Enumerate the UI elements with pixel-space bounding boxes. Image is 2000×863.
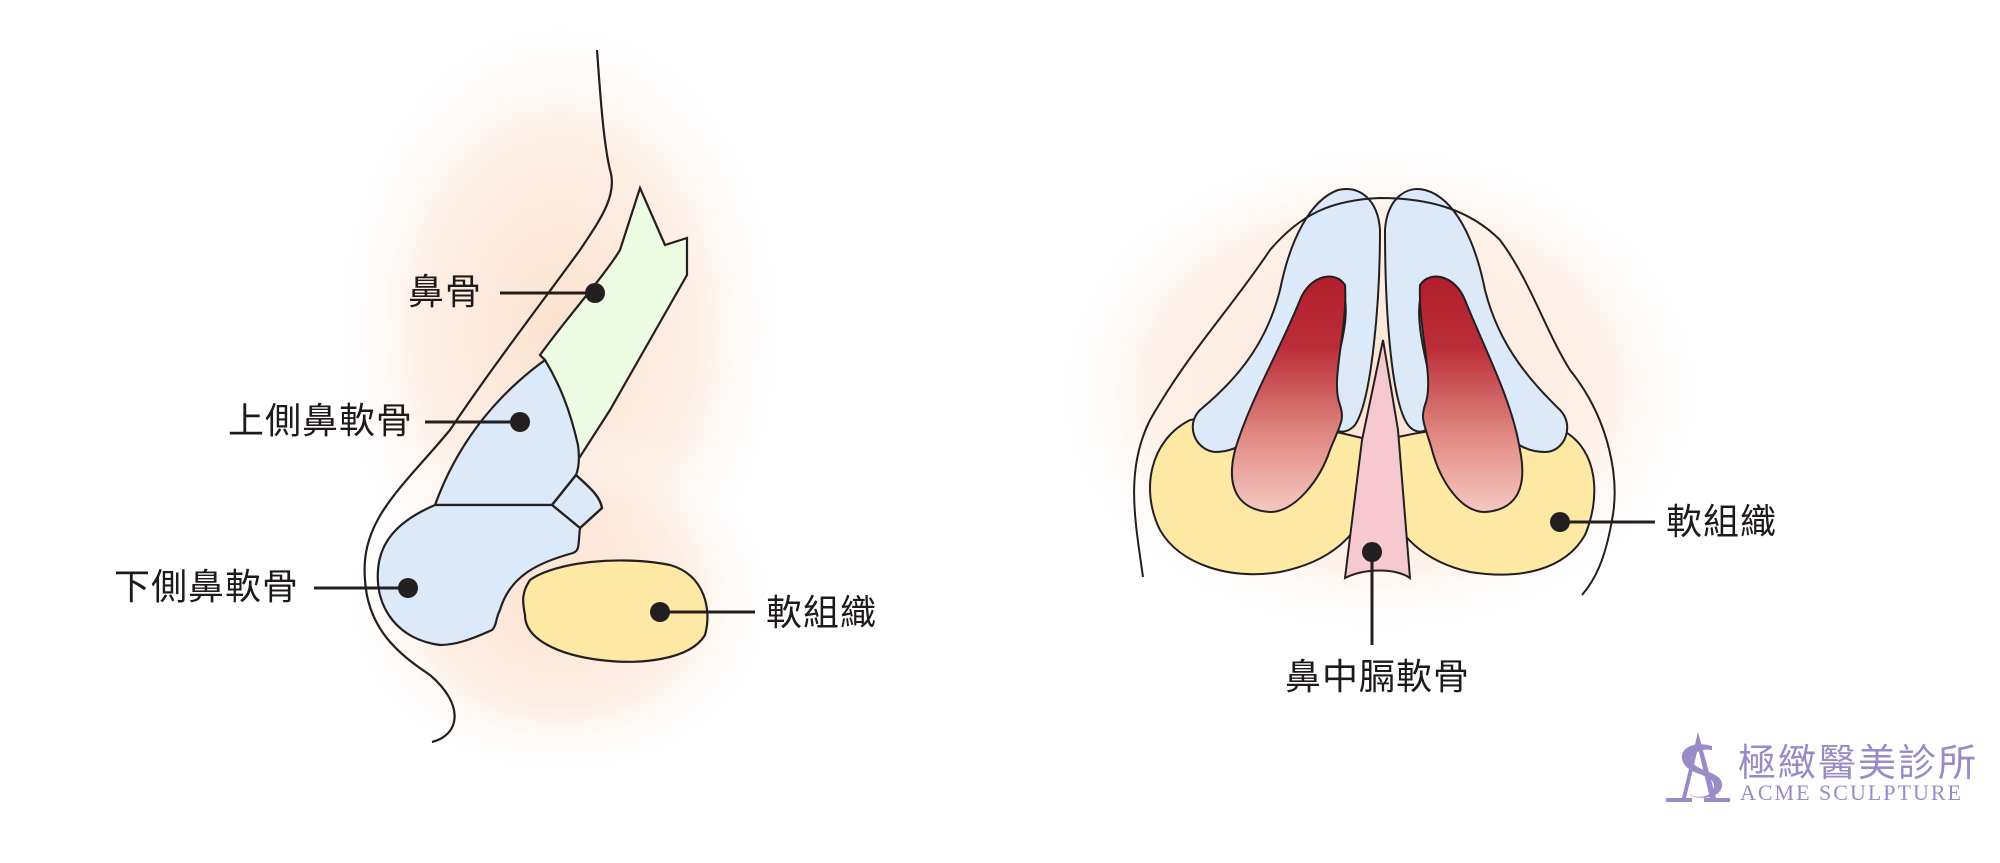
label-soft-tissue-side: 軟組織 [766,593,878,634]
side-view-diagram [314,10,790,780]
soft-tissue-pointer-side [650,602,755,622]
label-septal-cartilage: 鼻中膈軟骨 [1285,657,1471,698]
soft-tissue-pointer-front [1550,512,1655,532]
lower-lateral-cartilage-pointer [314,578,418,598]
logo-chinese-name: 極緻醫美診所 [1738,741,1979,785]
nose-outer-outline [1133,196,1616,596]
clinic-logo: 極緻醫美診所 ACME SCULPTURE [1662,728,1982,808]
nostril-left [1230,275,1347,514]
label-lower-lateral-cartilage: 下側鼻軟骨 [114,567,300,608]
label-soft-tissue-front: 軟組織 [1666,502,1778,543]
acme-sculpture-logo-icon [1666,732,1730,802]
bottom-view-diagram [1050,140,1710,645]
septal-cartilage-pointer [1362,542,1382,645]
lower-lateral-cartilage-shape [376,503,582,647]
soft-tissue-shape-side [522,559,709,663]
upper-lateral-cartilage-pointer [425,412,530,432]
upper-lateral-cartilage-shape [433,358,580,507]
logo-english-name: ACME SCULPTURE [1740,780,1963,805]
label-nasal-bone: 鼻骨 [408,272,483,313]
label-upper-lateral-cartilage: 上側鼻軟骨 [228,401,414,442]
nostril-right [1418,275,1524,514]
nasal-bone-pointer [500,283,605,303]
face-profile-outline [363,49,613,744]
septal-cartilage-shape [1343,339,1412,580]
